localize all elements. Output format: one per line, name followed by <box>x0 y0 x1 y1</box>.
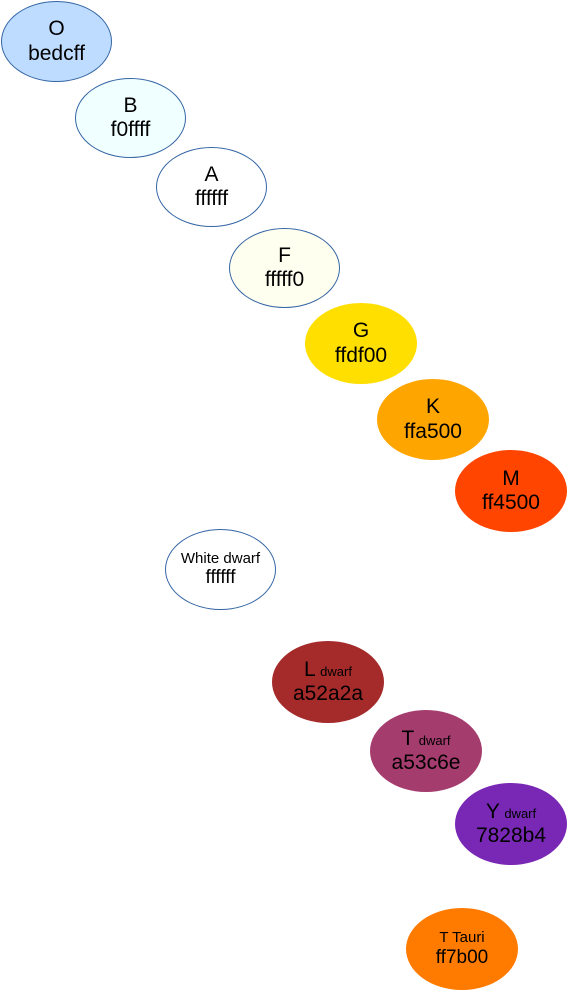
star-l-dwarf: L dwarf a52a2a <box>272 641 384 723</box>
hex-label: ffffff <box>194 187 229 210</box>
hex-label: ff7b00 <box>435 946 489 968</box>
class-label: G <box>352 319 370 343</box>
hex-label: ffffff <box>205 567 236 589</box>
class-label: L <box>304 657 316 681</box>
star-y-dwarf: Y dwarf 7828b4 <box>455 783 567 865</box>
class-label: Y <box>485 799 500 823</box>
hex-label: a53c6e <box>391 751 461 774</box>
class-suffix: dwarf <box>504 805 537 821</box>
hex-label: bedcff <box>28 41 85 65</box>
class-label: M <box>502 466 520 490</box>
class-label: F <box>278 243 291 267</box>
star-b: B f0ffff <box>75 78 186 158</box>
class-label: T Tauri <box>439 929 485 947</box>
class-label: White dwarf <box>180 549 261 567</box>
star-o: O bedcff <box>1 1 112 82</box>
class-label: K <box>425 395 440 419</box>
star-a: A ffffff <box>156 147 267 227</box>
hex-label: fffff0 <box>264 268 305 291</box>
star-k: K ffa500 <box>377 379 489 460</box>
hex-label: ffa500 <box>403 419 462 443</box>
hex-label: ffdf00 <box>334 343 388 367</box>
class-label: T <box>401 726 415 750</box>
star-white-dwarf: White dwarf ffffff <box>165 529 276 610</box>
hex-label: a52a2a <box>292 682 364 705</box>
star-t-tauri: T Tauri ff7b00 <box>406 908 518 990</box>
star-g: G ffdf00 <box>305 303 417 384</box>
hex-label: f0ffff <box>110 118 151 141</box>
class-suffix: dwarf <box>418 732 451 748</box>
hex-label: ff4500 <box>481 491 540 514</box>
star-m: M ff4500 <box>455 450 567 532</box>
class-label: B <box>123 93 138 117</box>
star-t-dwarf: T dwarf a53c6e <box>370 710 482 792</box>
hex-label: 7828b4 <box>475 824 547 847</box>
class-label: O <box>48 17 65 41</box>
class-suffix: dwarf <box>320 663 352 679</box>
class-label: A <box>204 162 219 186</box>
star-f: F fffff0 <box>229 228 340 308</box>
